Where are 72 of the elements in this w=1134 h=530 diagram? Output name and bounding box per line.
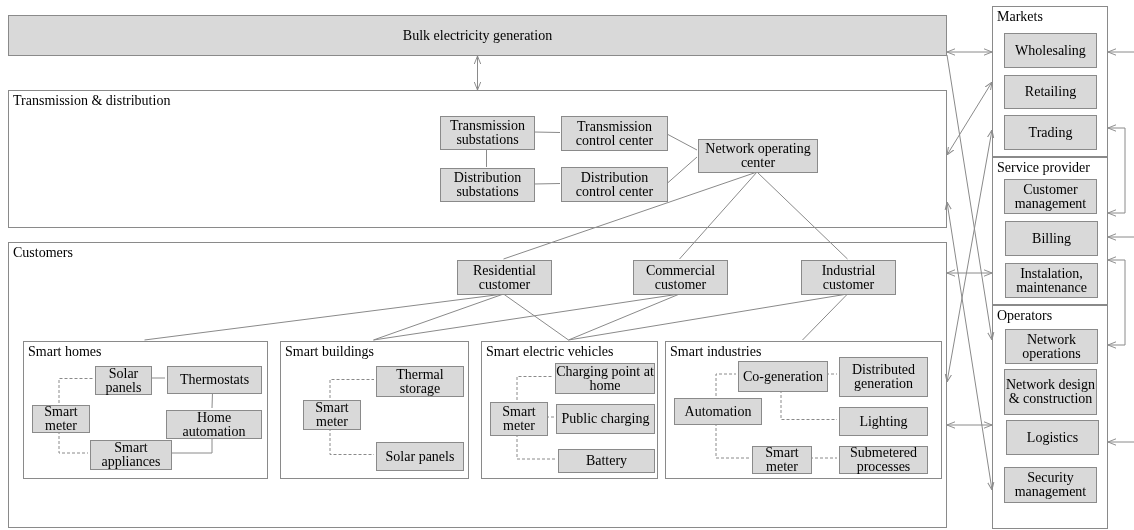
- group-heading: Transmission & distribution: [13, 92, 171, 109]
- connector-line: [503, 293, 569, 341]
- process-box: Residential customer: [457, 260, 552, 295]
- process-box: Automation: [674, 398, 762, 425]
- process-box: Solar panels: [376, 442, 464, 471]
- group-panel: [481, 341, 658, 479]
- process-box: Solar panels: [95, 366, 152, 395]
- process-box: Lighting: [839, 407, 928, 436]
- connector-line: [533, 183, 561, 185]
- group-heading: Service provider: [997, 159, 1090, 176]
- group-heading: Smart buildings: [285, 343, 375, 360]
- process-box: Co-generation: [738, 361, 828, 392]
- process-box: Security management: [1004, 467, 1097, 503]
- process-box: Customer management: [1004, 179, 1097, 214]
- arrow: [946, 54, 995, 341]
- group-heading: Customers: [13, 244, 73, 261]
- process-box: Smart meter: [752, 446, 812, 474]
- process-box: Billing: [1005, 221, 1098, 256]
- group-panel: [992, 6, 1108, 157]
- process-box: Instalation, maintenance: [1005, 263, 1098, 298]
- process-box: Transmission control center: [561, 116, 668, 151]
- connector-line: [666, 156, 698, 184]
- process-box: Industrial customer: [801, 260, 896, 295]
- connector-line: [329, 379, 375, 399]
- group-panel: [23, 341, 268, 479]
- connector-line: [486, 148, 487, 168]
- process-box: Network design & construction: [1004, 369, 1097, 415]
- process-box: Distribution substations: [440, 168, 535, 202]
- process-box: Smart appliances: [90, 440, 172, 470]
- group-heading: Operators: [997, 307, 1053, 324]
- connector-line: [679, 171, 758, 260]
- process-box: Submetered processes: [839, 446, 928, 474]
- process-box: Network operating center: [698, 139, 818, 173]
- group-heading: Markets: [997, 8, 1043, 25]
- process-box: Home automation: [166, 410, 262, 439]
- group-panel: [665, 341, 942, 479]
- process-box: Distribution control center: [561, 167, 668, 202]
- group-heading: Smart electric vehicles: [486, 343, 614, 360]
- process-box: Distributed generation: [839, 357, 928, 397]
- group-panel: [8, 90, 947, 228]
- arrow: [944, 129, 995, 383]
- process-box: Smart meter: [490, 402, 548, 436]
- connector-line: [666, 133, 698, 151]
- process-box: Retailing: [1004, 75, 1097, 109]
- connector-line: [58, 378, 94, 404]
- process-box: Thermostats: [167, 366, 262, 394]
- process-box: Smart meter: [32, 405, 90, 433]
- process-box: Smart meter: [303, 400, 361, 430]
- process-box: Public charging: [556, 404, 655, 434]
- process-box: Battery: [558, 449, 655, 473]
- arrow: [944, 201, 995, 491]
- group-panel: [280, 341, 469, 479]
- group-heading: Smart industries: [670, 343, 762, 360]
- process-box: Bulk electricity generation: [8, 15, 947, 56]
- connector-line: [715, 373, 737, 397]
- process-box: Charging point at home: [555, 363, 655, 394]
- group-panel: [992, 157, 1108, 305]
- connector-line: [533, 131, 561, 133]
- process-box: Transmission substations: [440, 116, 535, 150]
- group-panel: [8, 242, 947, 528]
- process-box: Thermal storage: [376, 366, 464, 397]
- connector-line: [802, 293, 848, 341]
- group-heading: Smart homes: [28, 343, 102, 360]
- process-box: Network operations: [1005, 329, 1098, 364]
- process-box: Commercial customer: [633, 260, 728, 295]
- process-box: Trading: [1004, 115, 1097, 150]
- process-box: Wholesaling: [1004, 33, 1097, 68]
- group-panel: [992, 305, 1108, 529]
- connector-line: [756, 171, 848, 260]
- process-box: Logistics: [1006, 420, 1099, 455]
- connector-line: [516, 376, 554, 401]
- arrow: [946, 81, 993, 156]
